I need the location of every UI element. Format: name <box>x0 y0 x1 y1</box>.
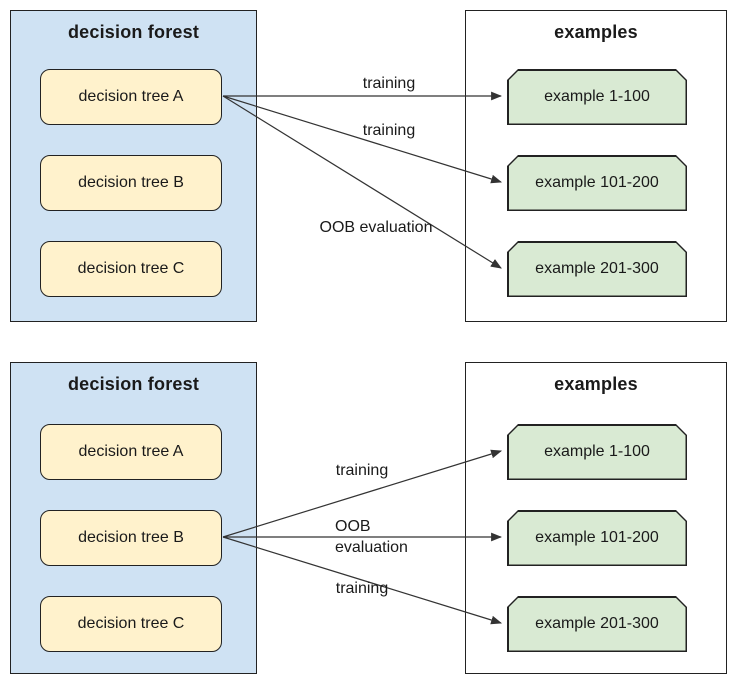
arrow-label-training: training <box>362 75 416 92</box>
example-node-face: example 201-300 <box>509 243 686 296</box>
tree-node-label: decision tree C <box>77 615 185 632</box>
example-node-label: example 1-100 <box>544 88 650 105</box>
example-node-face: example 101-200 <box>509 512 686 565</box>
tree-node-label: decision tree B <box>78 174 184 191</box>
tree-node-b-bottom: decision tree B <box>40 510 222 566</box>
tree-node-label: decision tree C <box>77 260 185 277</box>
examples-panel-title: examples <box>554 22 638 42</box>
example-node-101-200-top: example 101-200 <box>507 155 687 211</box>
examples-panel-top: examples example 1-100 example 101-200 e… <box>465 10 727 322</box>
forest-panel-bottom: decision forest decision tree A decision… <box>10 362 257 674</box>
example-node-label: example 1-100 <box>544 443 650 460</box>
arrow-label-training: training <box>335 462 389 479</box>
tree-node-label: decision tree B <box>78 529 184 546</box>
tree-node-c-top: decision tree C <box>40 241 222 297</box>
tree-node-b-top: decision tree B <box>40 155 222 211</box>
example-node-201-300-bottom: example 201-300 <box>507 596 687 652</box>
examples-panel-title: examples <box>554 374 638 394</box>
forest-panel-title: decision forest <box>67 374 200 394</box>
example-node-1-100-top: example 1-100 <box>507 69 687 125</box>
tree-node-a-bottom: decision tree A <box>40 424 222 480</box>
example-node-201-300-top: example 201-300 <box>507 241 687 297</box>
example-node-label: example 101-200 <box>535 174 659 191</box>
example-node-1-100-bottom: example 1-100 <box>507 424 687 480</box>
tree-node-label: decision tree A <box>78 88 184 105</box>
example-node-label: example 101-200 <box>535 529 659 546</box>
tree-node-label: decision tree A <box>78 443 184 460</box>
forest-panel-title: decision forest <box>67 22 200 42</box>
example-node-face: example 101-200 <box>509 157 686 210</box>
example-node-label: example 201-300 <box>535 260 659 277</box>
example-node-face: example 1-100 <box>509 426 686 479</box>
tree-node-a-top: decision tree A <box>40 69 222 125</box>
arrow-label-oob-evaluation: OOB evaluation <box>335 518 408 556</box>
tree-node-c-bottom: decision tree C <box>40 596 222 652</box>
arrow-label-oob-evaluation: OOB evaluation <box>319 219 433 236</box>
examples-panel-bottom: examples example 1-100 example 101-200 e… <box>465 362 727 674</box>
example-node-face: example 201-300 <box>509 598 686 651</box>
arrow-label-training: training <box>335 580 389 597</box>
example-node-101-200-bottom: example 101-200 <box>507 510 687 566</box>
example-node-face: example 1-100 <box>509 71 686 124</box>
arrow-label-training: training <box>362 122 416 139</box>
example-node-label: example 201-300 <box>535 615 659 632</box>
forest-panel-top: decision forest decision tree A decision… <box>10 10 257 322</box>
